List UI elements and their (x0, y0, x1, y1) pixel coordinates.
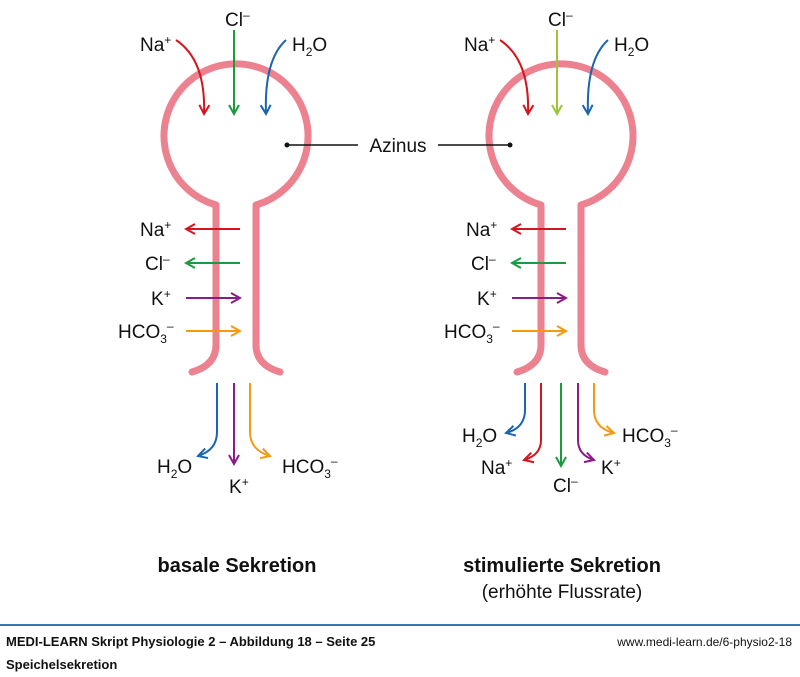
footer-rule (0, 624, 800, 626)
label-h2o-out-basal: H2O (157, 457, 192, 481)
arrow-h2o-in-stimulated (588, 39, 609, 114)
panel-basal: Na+ Cl– H2O Na+ Cl– K+ HCO3– H2O K+ HCO3… (118, 8, 338, 577)
panel-stimulated: Na+ Cl– H2O Na+ Cl– K+ HCO3– H2O Na+ Cl–… (444, 8, 678, 603)
azinus-dot-left (284, 142, 290, 148)
arrow-h2o-out-stimulated (506, 383, 526, 433)
label-hco3-out-basal: HCO3– (282, 454, 338, 481)
subcaption-stimulated: (erhöhte Flussrate) (482, 582, 643, 603)
label-k-out-basal: K+ (229, 475, 249, 498)
arrow-k-out-stimulated (577, 383, 594, 460)
azinus-dot-right (507, 142, 513, 148)
label-cl-duct-stimulated: Cl– (471, 252, 496, 275)
label-cl-out-stimulated: Cl– (553, 474, 578, 497)
label-hco3-out-stimulated: HCO3– (622, 423, 678, 450)
saliva-secretion-diagram: Na+ Cl– H2O Na+ Cl– K+ HCO3– H2O K+ HCO3… (118, 8, 678, 603)
label-k-duct-stimulated: K+ (477, 287, 497, 310)
label-na-duct-basal: Na+ (140, 218, 171, 241)
footer-url[interactable]: www.medi-learn.de/6-physio2-18 (617, 635, 792, 649)
arrow-h2o-out-basal (198, 383, 218, 456)
caption-stimulated: stimulierte Sekretion (463, 555, 661, 577)
label-hco3-duct-stimulated: HCO3– (444, 319, 500, 346)
label-k-duct-basal: K+ (151, 287, 171, 310)
label-hco3-duct-basal: HCO3– (118, 319, 174, 346)
arrow-na-in-basal (175, 39, 204, 114)
caption-basal: basale Sekretion (158, 555, 317, 577)
label-h2o-top-basal: H2O (292, 35, 327, 59)
label-h2o-out-stimulated: H2O (462, 426, 497, 450)
label-cl-duct-basal: Cl– (145, 252, 170, 275)
label-k-out-stimulated: K+ (601, 456, 621, 479)
label-na-top-basal: Na+ (140, 33, 171, 56)
label-na-out-stimulated: Na+ (481, 456, 512, 479)
label-cl-top-basal: Cl– (225, 8, 250, 31)
label-h2o-top-stimulated: H2O (614, 35, 649, 59)
label-na-duct-stimulated: Na+ (466, 218, 497, 241)
azinus-callout: Azinus (284, 136, 513, 157)
arrow-hco3-out-basal (249, 383, 270, 456)
footer-title: MEDI-LEARN Skript Physiologie 2 – Abbild… (6, 634, 376, 649)
arrow-na-in-stimulated (499, 39, 528, 114)
arrow-h2o-in-basal (266, 39, 287, 114)
footer-subtitle: Speichelsekretion (6, 657, 118, 672)
label-na-top-stimulated: Na+ (464, 33, 495, 56)
label-cl-top-stimulated: Cl– (548, 8, 573, 31)
gland-outline-basal (160, 60, 312, 376)
gland-outline-stimulated (485, 60, 637, 376)
label-azinus: Azinus (369, 136, 426, 157)
arrow-na-out-stimulated (524, 383, 542, 460)
arrow-hco3-out-stimulated (593, 383, 614, 433)
